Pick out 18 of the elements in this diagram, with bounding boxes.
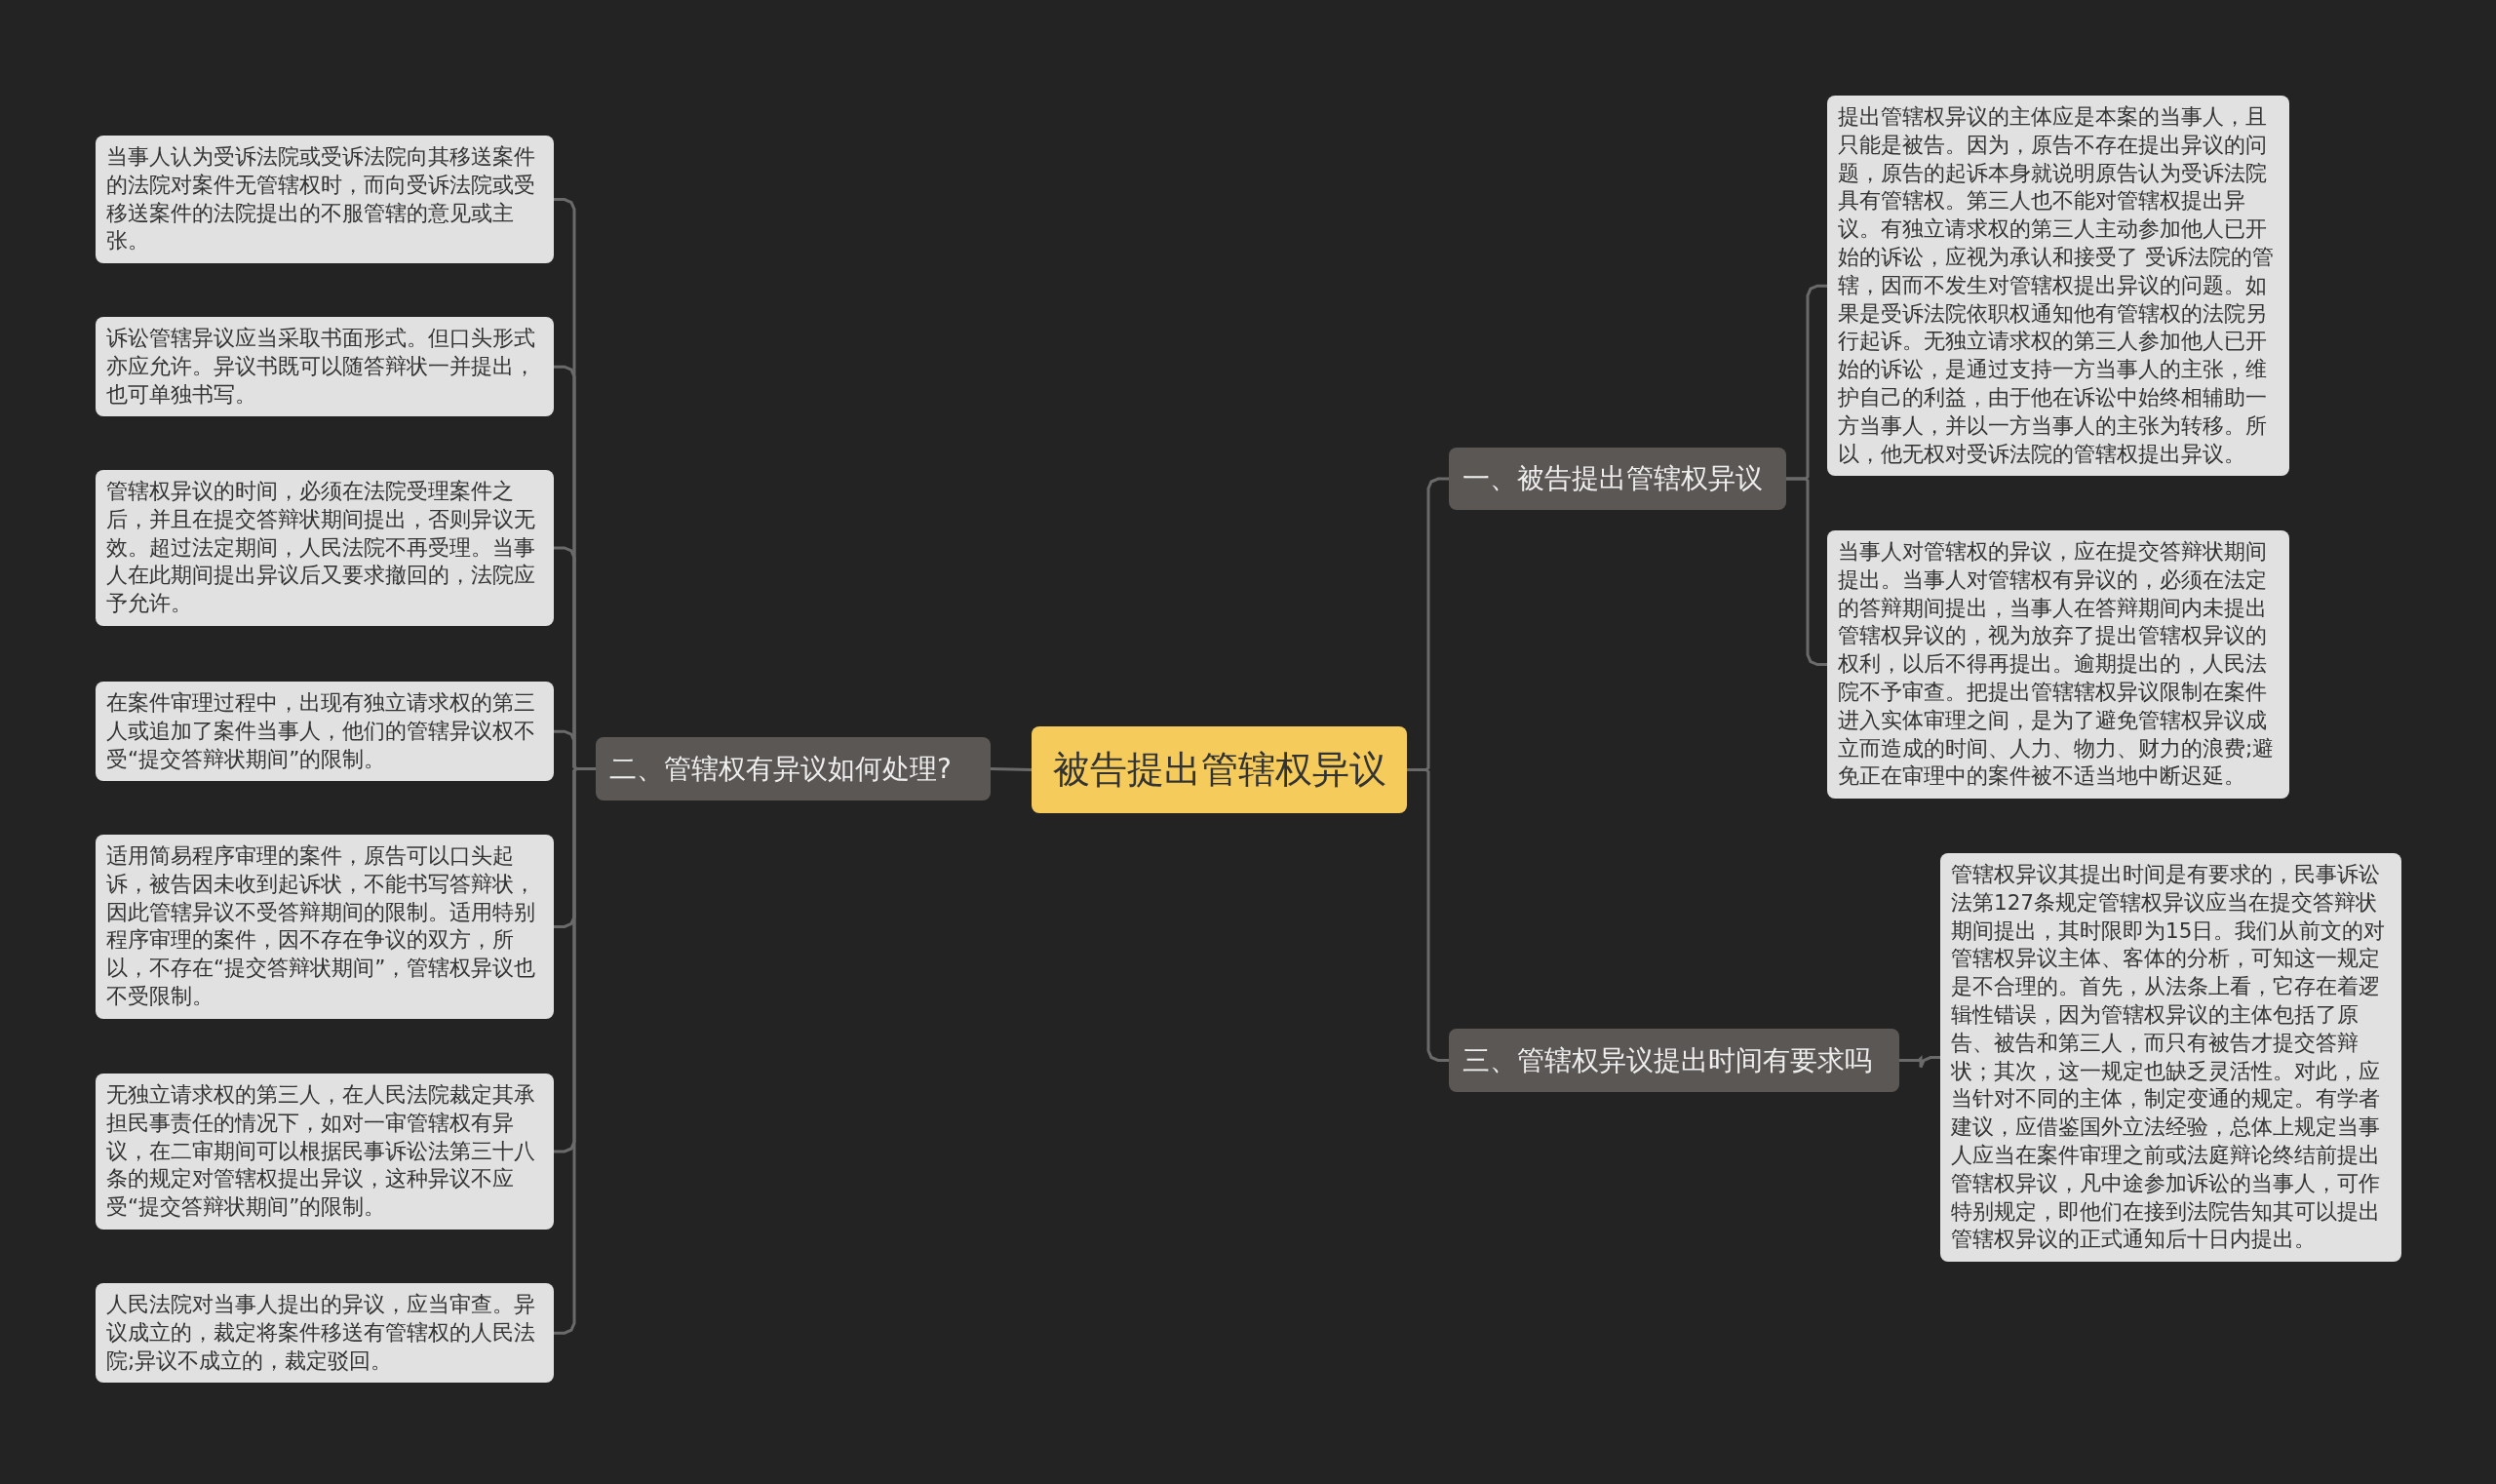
note-card: 无独立请求权的第三人，在人民法院裁定其承担民事责任的情况下，如对一审管辖权有异议，在二审期间可以根据民事诉讼法第三十八条的规定对管辖权提出异议，这种异议不应受“提交答辩状期间”的限制。 (96, 1074, 554, 1230)
note-card: 提出管辖权异议的主体应是本案的当事人，且只能是被告。因为，原告不存在提出异议的问题，原告的起诉本身就说明原告认为受诉法院具有管辖权。第三人也不能对管辖权提出异议。有独立请求权的第三人主动参加他人已开始的诉讼，应视为承认和接受了 受诉法院的管辖，因而不发生对管辖权提出异议的问题。如果是受诉法院依职权通知他有管辖权的法院另行起诉。无独立请求权的第三人参加他人已开始的诉讼，是通过支持一方当事人的主张，维护自己的利益，由于他在诉讼中始终相辅助一方当事人，并以一方当事人的主张为转移。所以，他无权对受诉法院的管辖权提出异议。 (1827, 96, 2289, 477)
note-card: 人民法院对当事人提出的异议，应当审查。异议成立的，裁定将案件移送有管辖权的人民法院;异议不成立的，裁定驳回。 (96, 1283, 554, 1384)
note-card: 当事人对管辖权的异议，应在提交答辩状期间提出。当事人对管辖权有异议的，必须在法定的答辩期间提出，当事人在答辩期间内未提出管辖权异议的，视为放弃了提出管辖权异议的权利，以后不得再提出。逾期提出的，人民法院不予审查。把提出管辖辖权异议限制在案件进入实体审理之间，是为了避免管辖权异议成立而造成的时间、人力、物力、财力的浪费;避免正在审理中的案件被不适当地中断迟延。 (1827, 530, 2289, 800)
branch-topic: 三、管辖权异议提出时间有要求吗 (1449, 1029, 1899, 1092)
connector-line (990, 767, 1033, 771)
note-card: 诉讼管辖异议应当采取书面形式。但口头形式亦应允许。异议书既可以随答辩状一并提出，也可单独书写。 (96, 317, 554, 417)
connector-line (1786, 477, 1827, 667)
connector-line (1899, 1054, 1940, 1070)
connector-line (1407, 768, 1449, 1062)
note-card: 管辖权异议的时间，必须在法院受理案件之后，并且在提交答辩状期间提出，否则异议无效。超过法定期间，人民法院不再受理。当事人在此期间提出异议后又要求撤回的，法院应予允许。 (96, 470, 554, 626)
note-card: 管辖权异议其提出时间是有要求的，民事诉讼法第127条规定管辖权异议应当在提交答辩状期间提出，其时限即为15日。我们从前文的对管辖权异议主体、客体的分析，可知这一规定是不合理的。首先，从法条上看，它存在着逻辑性错误，因为管辖权异议的主体包括了原告、被告和第三人，而只有被告才提交答辩状；其次，这一规定也缺乏灵活性。对此，应当针对不同的主体，制定变通的规定。有学者建议，应借鉴国外立法经验，总体上规定当事人应当在案件审理之前或法庭辩论终结前提出管辖权异议，凡中途参加诉讼的当事人，可作特别规定，即他们在接到法院告知其可以提出管辖权异议的正式通知后十日内提出。 (1940, 853, 2401, 1263)
central-topic: 被告提出管辖权异议 (1032, 726, 1407, 813)
branch-topic: 二、管辖权有异议如何处理? (596, 737, 991, 801)
branch-topic: 一、被告提出管辖权异议 (1449, 448, 1786, 510)
note-card: 在案件审理过程中，出现有独立请求权的第三人或追加了案件当事人，他们的管辖异议权不受“提交答辩状期间”的限制。 (96, 682, 554, 782)
note-card: 当事人认为受诉法院或受诉法院向其移送案件的法院对案件无管辖权时，而向受诉法院或受移送案件的法院提出的不服管辖的意见或主张。 (96, 136, 554, 264)
note-card: 适用简易程序审理的案件，原告可以口头起诉，被告因未收到起诉状，不能书写答辩状，因此管辖异议不受答辩期间的限制。适用特别程序审理的案件，因不存在争议的双方，所以，不存在“提交答辩状期间”，管辖权异议也不受限制。 (96, 835, 554, 1019)
